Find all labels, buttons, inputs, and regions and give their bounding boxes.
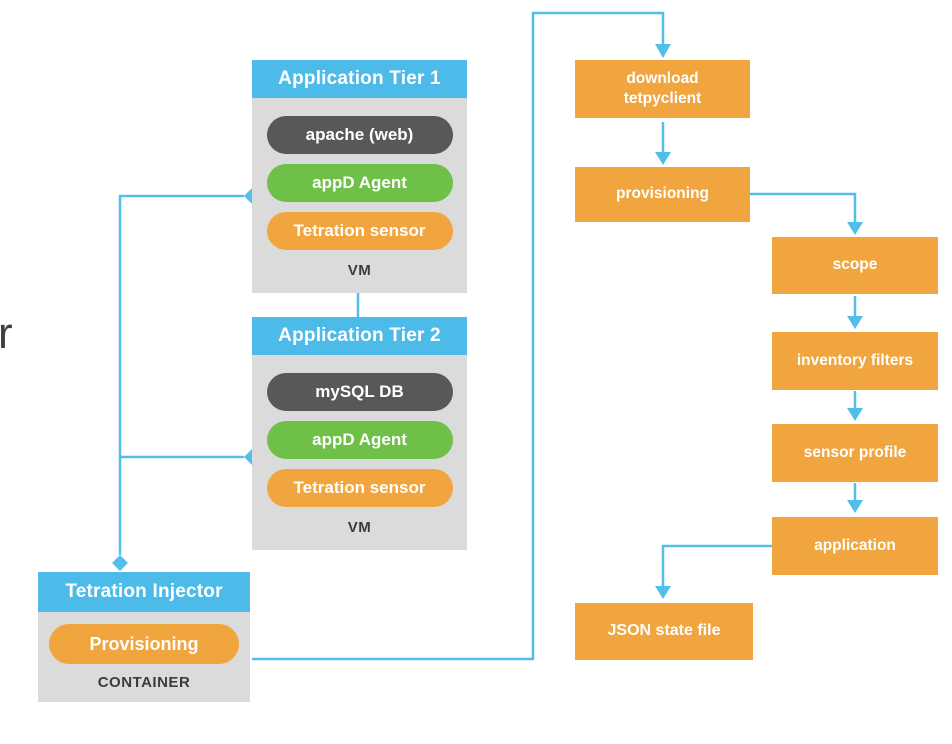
card-footer-vm: VM bbox=[347, 262, 372, 279]
card-title: Tetration Injector bbox=[38, 572, 250, 612]
flow-node-scope: scope bbox=[772, 237, 938, 294]
pill-provisioning: Provisioning bbox=[49, 624, 239, 664]
cropped-text-fragment: r bbox=[0, 309, 13, 358]
card-body: apache (web) appD Agent Tetration sensor… bbox=[252, 98, 467, 293]
pill-appd-agent: appD Agent bbox=[266, 164, 453, 202]
card-title: Application Tier 1 bbox=[252, 60, 467, 98]
arrowhead-down-provisioning bbox=[655, 152, 671, 165]
card-body: Provisioning CONTAINER bbox=[38, 612, 250, 702]
card-application-tier-1: Application Tier 1 apache (web) appD Age… bbox=[252, 60, 467, 293]
arrowhead-down-inventory bbox=[847, 316, 863, 329]
connector-inventory-to-sensor bbox=[847, 391, 863, 421]
pill-appd-agent: appD Agent bbox=[266, 421, 453, 459]
card-footer-vm: VM bbox=[347, 519, 372, 536]
connector-application-to-json bbox=[655, 544, 772, 599]
pill-tetration-sensor: Tetration sensor bbox=[266, 469, 453, 507]
flow-node-provisioning: provisioning bbox=[575, 167, 750, 222]
arrowhead-down-scope bbox=[847, 222, 863, 235]
flow-node-sensor-profile: sensor profile bbox=[772, 424, 938, 482]
flow-node-json-state-file: JSON state file bbox=[575, 603, 753, 660]
flow-node-download-tetpyclient: download tetpyclient bbox=[575, 60, 750, 118]
card-tetration-injector: Tetration Injector Provisioning CONTAINE… bbox=[38, 572, 250, 702]
connector-scope-to-inventory bbox=[847, 296, 863, 329]
card-body: mySQL DB appD Agent Tetration sensor VM bbox=[252, 355, 467, 550]
connector-provisioning-pill-to-download bbox=[252, 11, 671, 661]
pill-mysql-db: mySQL DB bbox=[266, 373, 453, 411]
arrowhead-down-json bbox=[655, 586, 671, 599]
card-title: Application Tier 2 bbox=[252, 317, 467, 355]
card-application-tier-2: Application Tier 2 mySQL DB appD Agent T… bbox=[252, 317, 467, 550]
pill-apache-web: apache (web) bbox=[266, 116, 453, 154]
card-footer-container: CONTAINER bbox=[97, 674, 191, 691]
connector-injector-to-appd-agents bbox=[112, 188, 260, 571]
arrowhead-down-application bbox=[847, 500, 863, 513]
pill-tetration-sensor: Tetration sensor bbox=[266, 212, 453, 250]
connector-download-to-provisioning bbox=[655, 122, 671, 165]
flow-node-application: application bbox=[772, 517, 938, 575]
flow-node-inventory-filters: inventory filters bbox=[772, 332, 938, 390]
connector-provisioning-to-scope bbox=[750, 192, 863, 235]
arrowhead-down-sensor bbox=[847, 408, 863, 421]
connector-sensor-to-application bbox=[847, 483, 863, 513]
diamond-arrow-injector bbox=[112, 555, 128, 571]
arrowhead-down-download bbox=[655, 44, 671, 58]
